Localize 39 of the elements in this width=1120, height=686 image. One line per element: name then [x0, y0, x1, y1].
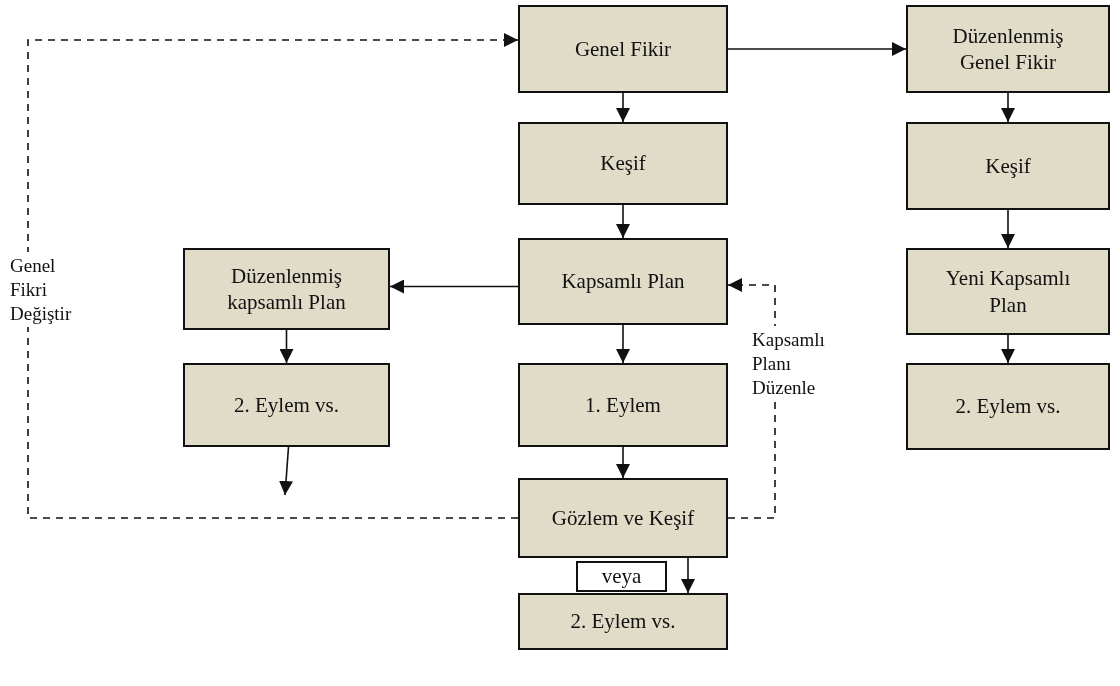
arrow	[681, 557, 695, 594]
dashed-arrow	[27, 33, 519, 519]
box-label: 2. Eylem vs.	[234, 391, 339, 419]
arrow	[279, 446, 293, 496]
process-box	[906, 363, 1110, 450]
box-label: Yeni Kapsamlı Plan	[944, 265, 1072, 318]
process-box	[183, 248, 390, 330]
process-box	[518, 363, 728, 447]
arrow	[389, 279, 519, 294]
box-label: Düzenlenmiş Genel Fikir	[951, 22, 1065, 76]
process-box	[518, 5, 728, 93]
arrow	[616, 324, 630, 364]
process-box	[518, 478, 728, 558]
arrow	[1001, 334, 1015, 364]
box-label: 2. Eylem vs.	[570, 608, 676, 635]
box-label: Kapsamlı Plan	[561, 268, 685, 295]
arrow	[727, 42, 907, 56]
process-box	[518, 593, 728, 650]
box-label: 1. Eylem	[585, 391, 661, 419]
process-box	[518, 122, 728, 205]
arrow	[616, 446, 630, 479]
box-label: veya	[601, 563, 642, 590]
box-label: Düzenlenmiş kapsamlı Plan	[226, 262, 347, 316]
box-label: Keşif	[985, 152, 1031, 180]
arrow	[1001, 209, 1015, 249]
box-label: 2. Eylem vs.	[955, 393, 1061, 420]
process-box	[518, 238, 728, 325]
process-box	[906, 122, 1110, 210]
note-box	[576, 561, 667, 592]
arrow	[279, 329, 294, 364]
process-box	[906, 248, 1110, 335]
process-box	[906, 5, 1110, 93]
box-label: Keşif	[600, 150, 646, 177]
arrow	[616, 204, 630, 239]
process-box	[183, 363, 390, 447]
box-label: Genel Fikir	[574, 35, 672, 63]
arrow	[616, 92, 630, 123]
box-label: Gözlem ve Keşif	[551, 504, 695, 532]
arrow	[1001, 92, 1015, 123]
